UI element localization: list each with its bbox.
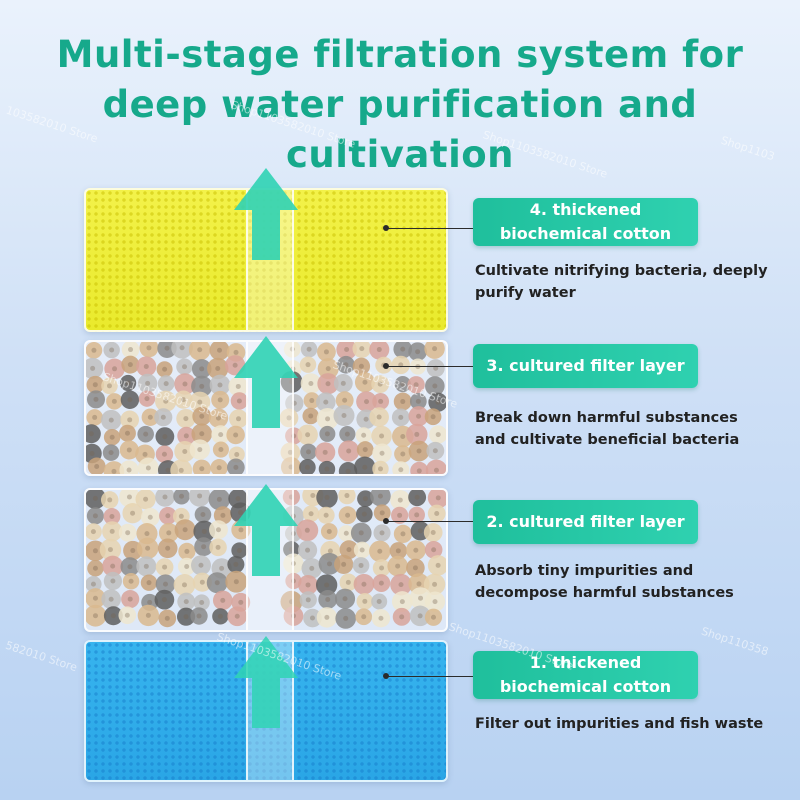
stage-3-description: Break down harmful substances and cultiv…	[475, 410, 740, 448]
ceramic-rings-pattern	[86, 490, 446, 629]
flow-up-arrow-icon	[234, 168, 298, 260]
watermark-text: Shop110358	[699, 624, 770, 659]
stage-1-label-line2: biochemical cotton	[499, 677, 672, 696]
stage-4-label: 4. thickened biochemical cotton	[473, 198, 698, 246]
stage-3-label: 3. cultured filter layer	[473, 344, 698, 388]
stage-2-label: 2. cultured filter layer	[473, 500, 698, 544]
stage-1-label-line1: 1. thickened	[529, 653, 642, 672]
stage-4-label-line2: biochemical cotton	[499, 224, 672, 243]
page-title: Multi-stage filtration system for deep w…	[56, 33, 744, 176]
flow-up-arrow-icon	[234, 636, 298, 728]
stage-1-label: 1. thickened biochemical cotton	[473, 651, 698, 699]
flow-up-arrow-icon	[234, 336, 298, 428]
flow-up-arrow-icon	[234, 484, 298, 576]
stage-2-description: Absorb tiny impurities and decompose har…	[475, 563, 734, 601]
stage-4-description: Cultivate nitrifying bacteria, deeply pu…	[475, 263, 768, 301]
watermark-text: 582010 Store	[3, 638, 79, 675]
stage-4-label-line1: 4. thickened	[529, 200, 642, 219]
stage-1-description: Filter out impurities and fish waste	[475, 716, 764, 732]
